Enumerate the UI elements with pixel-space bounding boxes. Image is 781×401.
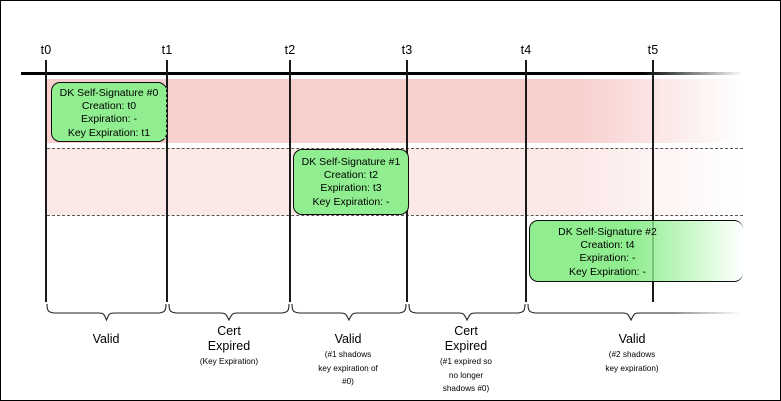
tick-label-t0: t0: [40, 43, 52, 57]
time-marker-line-t2: [289, 60, 291, 302]
period-1-note: (Key Expiration): [199, 357, 259, 366]
time-marker-line-t4: [525, 60, 527, 302]
signature-0-creation: Creation: t0: [81, 100, 137, 113]
period-2-note-line1: (#1 shadows: [324, 350, 372, 359]
period-2-note-line2: key expiration of: [318, 363, 378, 373]
tick-label-t2: t2: [284, 43, 296, 57]
period-brace-4: [527, 303, 743, 322]
signature-1-title: DK Self-Signature #1: [301, 156, 401, 168]
signature-box-2: DK Self-Signature #2 Creation: t4 Expira…: [529, 220, 743, 282]
period-3-note-line2: no longer: [448, 370, 484, 380]
period-label-4: Valid (#2 shadows key expiration): [557, 332, 707, 374]
time-axis-line: [21, 72, 743, 75]
signature-2-title: DK Self-Signature #2: [558, 226, 657, 238]
signature-2-key-expiration: Key Expiration: -: [568, 265, 647, 278]
signature-2-creation: Creation: t4: [580, 239, 635, 252]
signature-0-key-expiration: Key Expiration: t1: [67, 126, 151, 139]
period-brace-3: [408, 303, 526, 322]
time-marker-line-t1: [166, 60, 168, 302]
signature-0-expiration: Expiration: -: [80, 113, 138, 126]
signature-box-1: DK Self-Signature #1 Creation: t2 Expira…: [293, 149, 409, 215]
lower-band-top-dashed-edge: [47, 148, 743, 149]
period-2-status: Valid: [334, 332, 362, 346]
period-4-status: Valid: [618, 332, 646, 346]
tick-label-t1: t1: [161, 43, 173, 57]
tick-label-t3: t3: [401, 43, 413, 57]
time-marker-line-t5: [652, 60, 654, 302]
period-3-note-line1: (#1 expired so: [440, 357, 492, 366]
signature-1-key-expiration: Key Expiration: -: [312, 195, 390, 208]
period-3-status-line1: Cert: [454, 324, 478, 338]
signature-1-expiration: Expiration: t3: [320, 182, 382, 195]
period-2-note-line3: #0): [342, 377, 354, 386]
period-label-3: Cert Expired (#1 expired so no longer sh…: [396, 324, 536, 395]
period-brace-2: [291, 303, 407, 322]
period-label-0: Valid: [41, 332, 171, 347]
signature-2-expiration: Expiration: -: [579, 252, 636, 265]
period-1-status-line2: Expired: [207, 339, 251, 353]
signature-box-0: DK Self-Signature #0 Creation: t0 Expira…: [51, 82, 167, 142]
period-4-note-line2: key expiration): [605, 363, 659, 373]
signature-0-title: DK Self-Signature #0: [59, 87, 159, 99]
period-3-note-line3: shadows #0): [442, 384, 490, 393]
period-0-status: Valid: [92, 332, 120, 346]
period-label-1: Cert Expired (Key Expiration): [159, 324, 299, 368]
period-brace-1: [168, 303, 290, 322]
period-3-status-line2: Expired: [444, 339, 488, 353]
tick-label-t4: t4: [520, 43, 532, 57]
time-marker-line-t0: [45, 60, 47, 302]
lower-band-bottom-dashed-edge: [47, 215, 743, 216]
period-label-2: Valid (#1 shadows key expiration of #0): [278, 332, 418, 388]
period-1-status-line1: Cert: [217, 324, 241, 338]
signature-1-creation: Creation: t2: [323, 169, 379, 182]
period-4-note-line1: (#2 shadows: [608, 350, 656, 359]
tick-label-t5: t5: [647, 43, 659, 57]
period-brace-0: [46, 303, 167, 322]
